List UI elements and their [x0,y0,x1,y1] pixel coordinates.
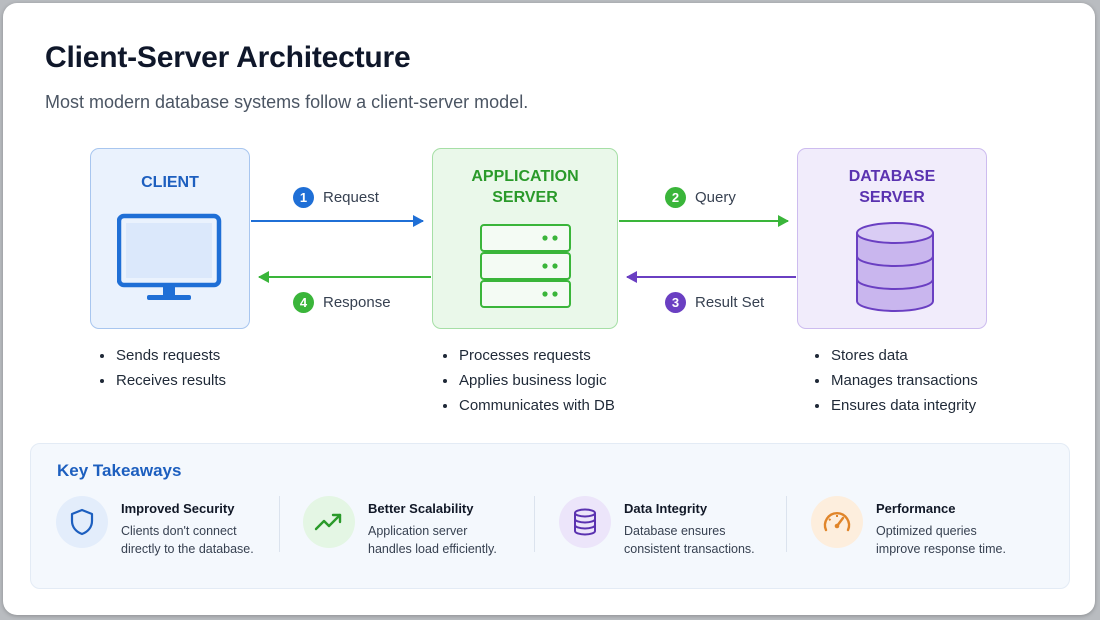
key-takeaways-panel: Key Takeaways Improved Security Clients … [30,443,1070,589]
takeaway-description: Database ensures consistent transactions… [624,524,755,556]
db-bullets: Stores data Manages transactions Ensures… [814,343,978,418]
list-item: Communicates with DB [442,393,615,418]
shield-icon [56,496,108,548]
key-takeaways-title: Key Takeaways [57,461,182,480]
page-title: Client-Server Architecture [45,41,411,74]
step-label: Response [323,293,391,311]
divider [279,496,280,552]
takeaway-heading: Performance [876,501,956,516]
takeaway-heading: Improved Security [121,501,235,516]
takeaway-scalability: Better Scalability Application server ha… [303,496,533,556]
client-node: CLIENT [90,148,250,329]
list-item: Applies business logic [442,368,615,393]
step-label: Query [695,188,736,206]
takeaway-integrity: Data Integrity Database ensures consiste… [559,496,789,556]
database-server-node: DATABASE SERVER [797,148,987,329]
database-icon [856,222,934,312]
database-icon [559,496,611,548]
step-number-badge: 1 [293,186,314,208]
takeaway-heading: Data Integrity [624,501,708,516]
divider [786,496,787,552]
step-label: Result Set [695,293,765,311]
list-item: Stores data [814,343,978,368]
step-number-badge: 3 [665,291,686,313]
step-number-badge: 4 [293,291,314,313]
takeaway-performance: Performance Optimized queries improve re… [811,496,1041,556]
list-item: Ensures data integrity [814,393,978,418]
step-response: 4 Response [293,291,391,313]
database-server-title: DATABASE SERVER [848,168,936,206]
gauge-icon [811,496,863,548]
takeaway-description: Optimized queries improve response time. [876,524,1006,556]
list-item: Manages transactions [814,368,978,393]
client-bullets: Sends requests Receives results [99,343,226,393]
client-title: CLIENT [141,174,199,191]
server-rack-icon [480,224,571,308]
takeaway-description: Clients don't connect directly to the da… [121,524,254,556]
divider [534,496,535,552]
app-bullets: Processes requests Applies business logi… [442,343,615,418]
page-subtitle: Most modern database systems follow a cl… [45,92,529,112]
takeaway-security: Improved Security Clients don't connect … [56,496,286,556]
trend-up-icon [303,496,355,548]
step-result-set: 3 Result Set [665,291,764,313]
list-item: Sends requests [99,343,226,368]
step-label: Request [323,188,379,206]
application-server-node: APPLICATION SERVER [432,148,618,329]
list-item: Processes requests [442,343,615,368]
application-server-title: APPLICATION SERVER [471,168,579,206]
takeaway-heading: Better Scalability [368,501,474,516]
list-item: Receives results [99,368,226,393]
step-request: 1 Request [293,186,379,208]
step-query: 2 Query [665,186,736,208]
monitor-icon [117,213,222,300]
takeaway-description: Application server handles load efficien… [368,524,497,556]
step-number-badge: 2 [665,186,686,208]
